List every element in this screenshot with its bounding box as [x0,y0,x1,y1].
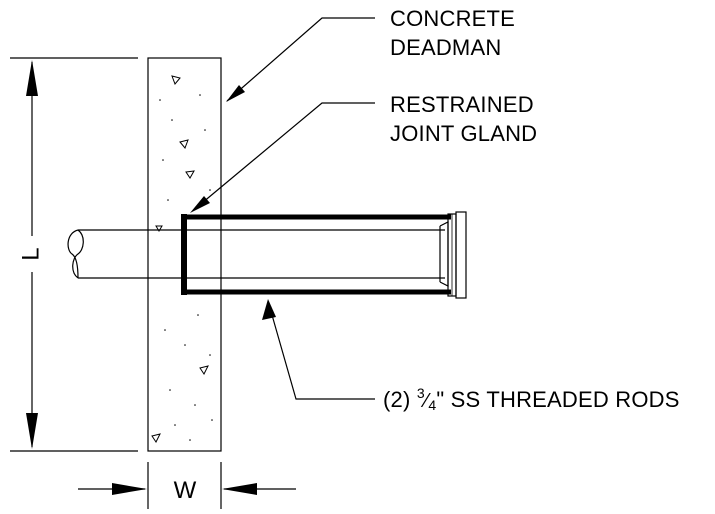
deadman-label-line2: DEADMAN [390,35,501,60]
deadman-label-line1: CONCRETE [390,6,515,31]
deadman-arrowhead [226,85,245,102]
rods-label-suffix: " SS THREADED RODS [436,387,679,412]
aggregate-mark [151,433,161,443]
pipe-break-right [72,229,84,279]
joint-gland [447,211,467,299]
rods-arrowhead [262,299,276,320]
aggregate-mark [185,170,195,179]
gland-label-line2: JOINT GLAND [390,121,537,146]
aggregate-mark [179,139,189,149]
gland-label-line1: RESTRAINED [390,92,534,117]
aggregate-mark [171,75,181,85]
leaders [195,17,375,400]
gland-arrowhead [190,196,210,213]
pipe-break-left [67,229,79,279]
threaded-rods [181,214,451,295]
length-arrow-bottom [26,413,38,449]
width-arrow-right [222,483,257,495]
aggregate-mark [155,225,163,232]
concrete-hatch [151,75,209,443]
width-label: W [174,477,197,504]
width-dimension [78,462,296,509]
length-dimension [10,57,138,452]
length-label: L [17,247,44,260]
length-arrow-top [26,60,38,96]
rods-label-prefix: (2) [383,387,417,412]
width-arrow-left [112,483,147,495]
deadman-leader [226,17,375,102]
concrete-stipple [159,94,213,441]
aggregate-mark [199,365,209,375]
rods-frac-numerator: 3 [417,385,425,401]
leader-arrowheads [190,85,276,320]
rods-leader [269,307,375,400]
gland-leader [195,102,375,209]
rods-label: (2) 3⁄4" SS THREADED RODS [383,385,680,413]
rods-frac-slash: ⁄ [420,390,431,412]
gland-flange [455,211,467,299]
pipe-bell [439,221,449,287]
pipe [67,221,449,287]
rods-frac-denominator: 4 [428,397,436,413]
